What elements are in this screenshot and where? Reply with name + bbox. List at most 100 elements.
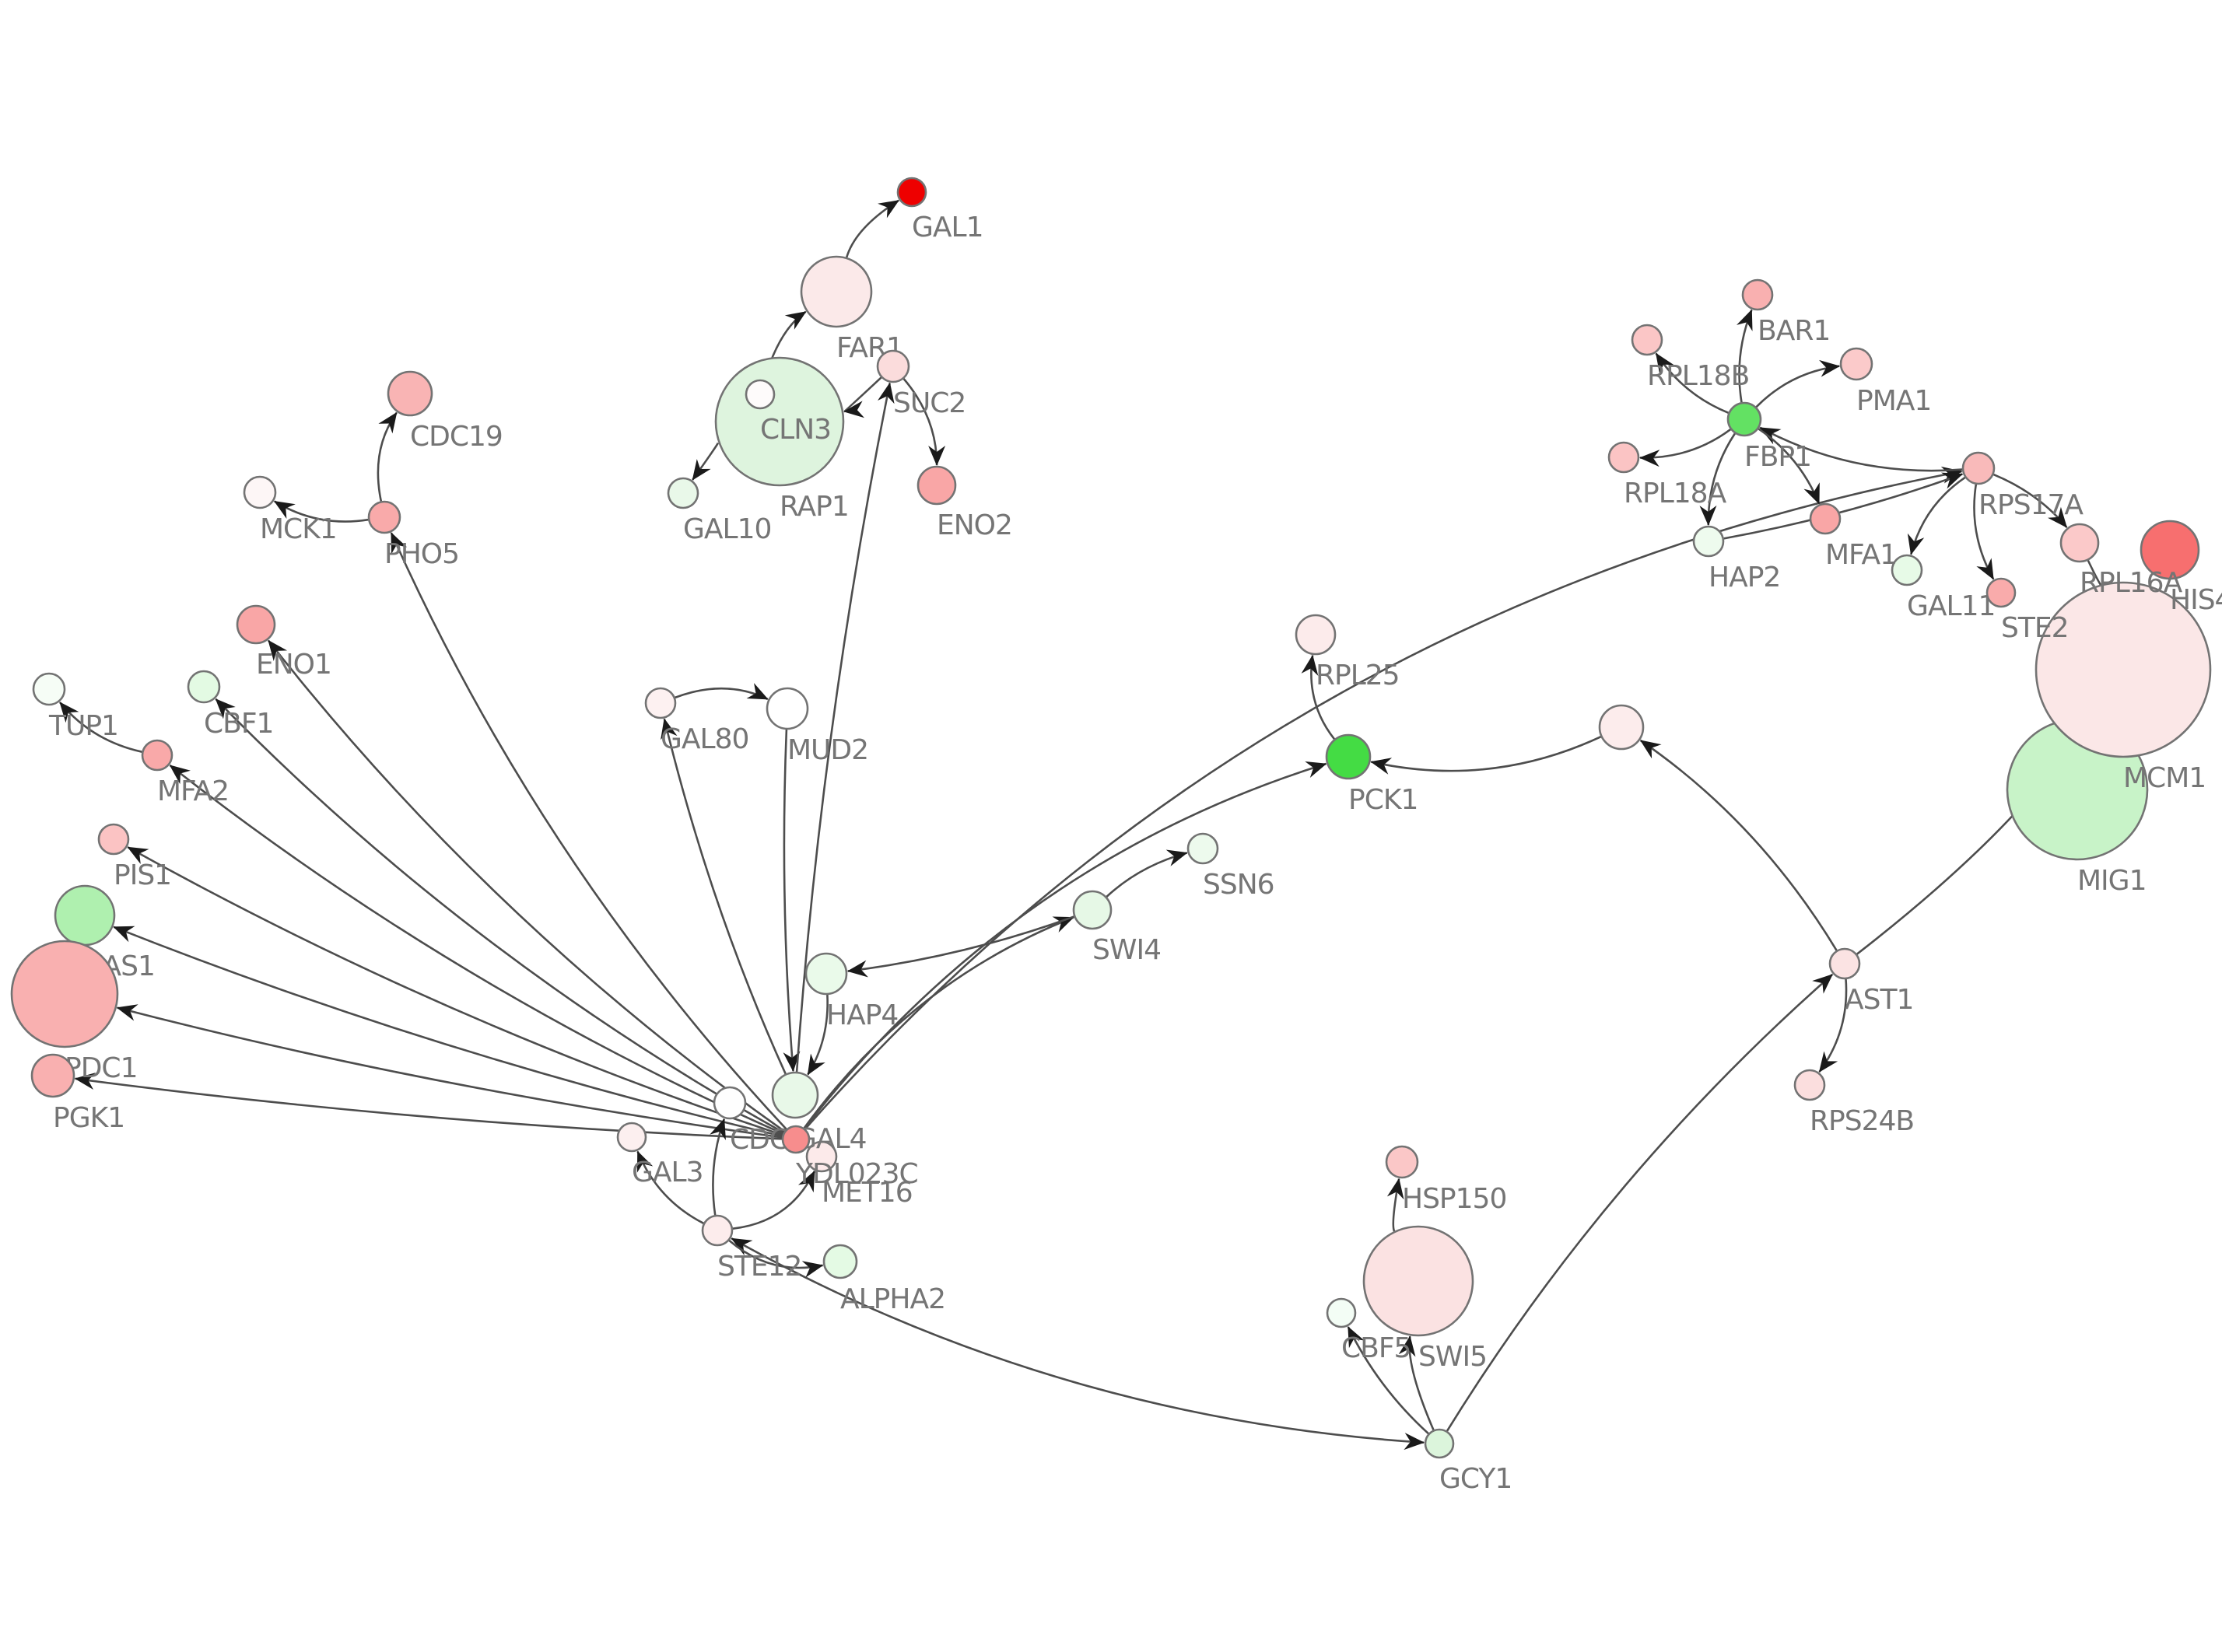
node-eno2[interactable] <box>916 465 957 506</box>
node-gal80[interactable] <box>644 687 677 719</box>
node-mfa2[interactable] <box>141 739 173 772</box>
edge-ydl023c-rps17a[interactable] <box>804 466 1963 1130</box>
edge-fbp1-rpl18b[interactable] <box>1655 352 1730 415</box>
edge-rps17a-rpl16a[interactable] <box>1992 473 2068 528</box>
node-cdc6[interactable] <box>713 1086 747 1120</box>
node-gal10[interactable] <box>667 477 699 509</box>
edge-ast1-rps24b[interactable] <box>1818 978 1848 1073</box>
edge-ydl023c-mfa2[interactable] <box>169 764 784 1135</box>
edge-rps17a-gal11[interactable] <box>1907 476 1966 555</box>
edge-ydl023c-pho5[interactable] <box>390 532 787 1130</box>
edge-ste12-cdc6[interactable] <box>710 1118 726 1216</box>
edge-gcy1-ast1[interactable] <box>1446 973 1834 1432</box>
edge-hap2-rps17a[interactable] <box>1723 472 1964 540</box>
edge-ast1-unl1[interactable] <box>1639 739 1838 951</box>
edge-far1-gal1[interactable] <box>845 199 899 258</box>
node-mck1[interactable] <box>243 475 277 509</box>
edge-swi4-hap4[interactable] <box>846 915 1074 978</box>
edge-swi4-ssn6[interactable] <box>1106 849 1188 898</box>
edge-rap1-gal10[interactable] <box>692 441 720 481</box>
node-met16[interactable] <box>805 1140 838 1173</box>
edge-fbp1-bar1[interactable] <box>1737 309 1753 403</box>
node-pis1[interactable] <box>97 823 130 856</box>
node-rpl16a[interactable] <box>2059 523 2100 563</box>
node-mcm1[interactable] <box>2034 581 2212 758</box>
node-gal1[interactable] <box>896 177 927 208</box>
edge-swi5-hsp150[interactable] <box>1386 1178 1404 1232</box>
edge-ydl023c-pis1[interactable] <box>127 846 783 1136</box>
node-pck1[interactable] <box>1325 733 1372 780</box>
edge-pho5-mck1[interactable] <box>273 500 369 523</box>
node-ste12[interactable] <box>701 1214 734 1247</box>
node-ydl023c[interactable] <box>781 1125 811 1154</box>
node-rpl18a[interactable] <box>1607 441 1640 474</box>
node-gcy1[interactable] <box>1424 1428 1455 1459</box>
node-fbp1[interactable] <box>1726 401 1762 437</box>
node-hsp150[interactable] <box>1385 1145 1419 1179</box>
edge-rps17a-fbp1[interactable] <box>1759 426 1963 472</box>
edge-fbp1-mfa1[interactable] <box>1758 428 1821 505</box>
node-gal11[interactable] <box>1891 554 1923 586</box>
node-swi5[interactable] <box>1362 1225 1474 1337</box>
edge-pho5-cdc19[interactable] <box>377 411 398 502</box>
node-mfa1[interactable] <box>1809 502 1842 535</box>
edge-ste12-gcy1[interactable] <box>731 1237 1425 1451</box>
node-cln3[interactable] <box>745 379 776 410</box>
node-hap2[interactable] <box>1692 525 1725 558</box>
edge-fbp1-rpl18a[interactable] <box>1639 429 1732 467</box>
edge-gal4-gal80[interactable] <box>661 718 787 1075</box>
node-rps17a[interactable] <box>1961 451 1996 485</box>
edge-unl1-pck1[interactable] <box>1370 736 1602 775</box>
edge-ste12-met16[interactable] <box>732 1171 815 1230</box>
node-hap4[interactable] <box>804 952 848 996</box>
node-pho5[interactable] <box>367 500 401 534</box>
edge-ste12-gal3[interactable] <box>636 1150 704 1224</box>
edge-hap4-gal4[interactable] <box>807 994 829 1076</box>
node-suc2[interactable] <box>876 349 910 383</box>
node-gal3[interactable] <box>616 1122 647 1153</box>
edge-pck1-rpl25[interactable] <box>1301 654 1336 740</box>
node-cdc19[interactable] <box>387 370 433 417</box>
edge-ydl023c-swi4[interactable] <box>803 916 1074 1129</box>
node-rpl18b[interactable] <box>1631 324 1663 356</box>
node-bar1[interactable] <box>1741 278 1774 311</box>
edge-suc2-rap1[interactable] <box>843 376 882 418</box>
node-pdc1[interactable] <box>10 940 119 1048</box>
node-tup1[interactable] <box>32 672 66 706</box>
edge-fbp1-hap2[interactable] <box>1699 432 1736 526</box>
node-his4[interactable] <box>2140 520 2200 580</box>
node-ssn6[interactable] <box>1186 832 1219 865</box>
node-cbf1[interactable] <box>187 670 221 704</box>
node-ste2[interactable] <box>1985 577 2017 608</box>
edge-mfa2-tup1[interactable] <box>58 702 142 753</box>
edge-ydl023c-cbf1[interactable] <box>215 698 784 1134</box>
node-pgk1[interactable] <box>30 1053 75 1098</box>
node-label-rpl16a: RPL16A <box>2080 567 2183 599</box>
node-cbf5[interactable] <box>1326 1297 1357 1328</box>
node-mud2[interactable] <box>766 687 809 730</box>
edge-suc2-eno2[interactable] <box>902 378 946 466</box>
edge-gal80-mud2[interactable] <box>675 683 769 701</box>
edge-fbp1-pma1[interactable] <box>1755 359 1841 408</box>
edge-ydl023c-pgk1[interactable] <box>74 1073 783 1140</box>
node-gal4[interactable] <box>771 1071 819 1119</box>
edge-mud2-gal4[interactable] <box>783 729 801 1073</box>
node-eno1[interactable] <box>236 604 276 645</box>
node-ast1[interactable] <box>1828 947 1861 980</box>
edge-ydl023c-ras1[interactable] <box>113 926 783 1138</box>
node-swi4[interactable] <box>1072 890 1113 930</box>
edge-ste12-alpha2[interactable] <box>728 1239 824 1278</box>
edge-ydl023c-eno1[interactable] <box>267 639 786 1132</box>
edge-ydl023c-pck1[interactable] <box>804 761 1327 1129</box>
node-ras1[interactable] <box>54 884 116 947</box>
edge-gal4-suc2[interactable] <box>795 382 895 1073</box>
node-alpha2[interactable] <box>822 1244 858 1279</box>
node-pma1[interactable] <box>1839 347 1873 381</box>
edge-ydl023c-pdc1[interactable] <box>116 1004 783 1139</box>
node-unl1[interactable] <box>1598 704 1645 751</box>
node-rpl25[interactable] <box>1295 614 1337 656</box>
node-rps24b[interactable] <box>1793 1069 1826 1101</box>
edge-rps17a-ste2[interactable] <box>1973 484 1995 580</box>
node-far1[interactable] <box>800 255 873 328</box>
